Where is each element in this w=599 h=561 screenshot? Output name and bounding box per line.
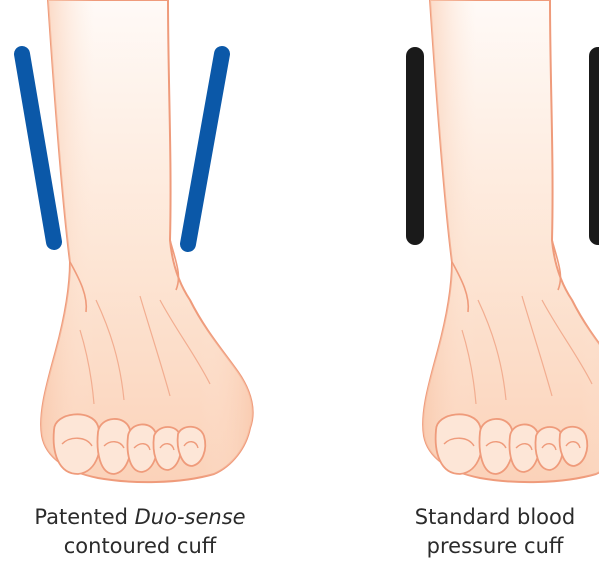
leg-and-foot-right xyxy=(423,0,599,482)
standard-cuff-illustration xyxy=(0,0,599,500)
contoured-cuff-caption-line2: contoured cuff xyxy=(0,532,280,561)
standard-cuff-caption-line2: pressure cuff xyxy=(355,532,599,561)
standard-cuff-caption: Standard blood pressure cuff xyxy=(355,503,599,561)
contoured-cuff-caption-line1: Patented Duo-sense xyxy=(0,503,280,532)
caption-prefix: Patented xyxy=(34,505,134,529)
standard-cuff-caption-line1: Standard blood xyxy=(355,503,599,532)
contoured-cuff-caption: Patented Duo-sense contoured cuff xyxy=(0,503,280,561)
brand-name-italic: Duo-sense xyxy=(135,505,246,529)
